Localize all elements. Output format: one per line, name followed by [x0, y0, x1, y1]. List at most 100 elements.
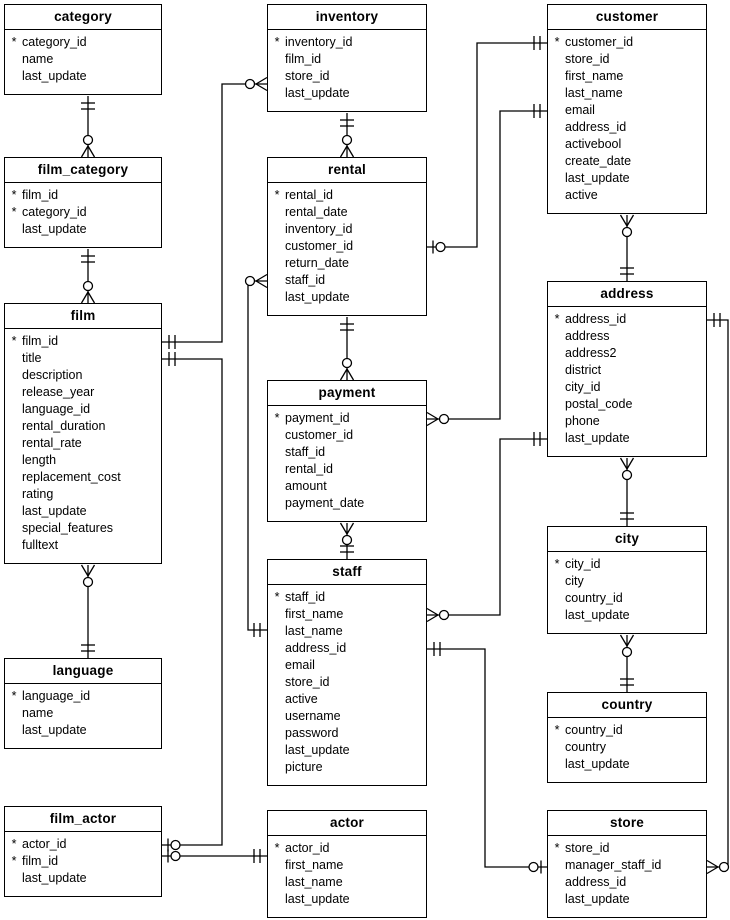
cardinality-marker-one [533, 104, 541, 118]
field-indent [273, 289, 281, 306]
table-title-language: language [5, 659, 161, 684]
cardinality-marker-one [81, 102, 95, 110]
field-row: fulltext [5, 537, 161, 554]
field-row: name [5, 705, 161, 722]
field-row: last_update [548, 430, 706, 447]
cardinality-marker-many [339, 357, 355, 381]
primary-key-marker: * [274, 590, 280, 604]
primary-key-marker: * [11, 188, 17, 202]
field-indent [273, 606, 281, 623]
field-row: first_name [548, 68, 706, 85]
field-name: last_update [22, 723, 87, 737]
field-name: create_date [565, 154, 632, 168]
cardinality-tick [426, 614, 439, 623]
field-indent [553, 756, 561, 773]
cardinality-marker-one [340, 119, 354, 127]
field-name: rental_id [285, 462, 333, 476]
field-name: activebool [565, 137, 622, 151]
field-name: country_id [565, 591, 623, 605]
cardinality-circle [718, 861, 730, 873]
cardinality-tick [87, 145, 96, 158]
cardinality-tick [346, 368, 355, 381]
cardinality-circle [170, 850, 181, 862]
cardinality-marker-one [620, 512, 634, 520]
field-row: last_update [548, 756, 706, 773]
field-name: name [22, 52, 54, 66]
field-name: district [565, 363, 602, 377]
field-indent [553, 187, 561, 204]
table-title-country: country [548, 693, 706, 718]
field-indent [273, 759, 281, 776]
cardinality-tick [80, 564, 89, 577]
cardinality-marker-many [706, 859, 730, 875]
field-indent [10, 350, 18, 367]
table-title-rental: rental [268, 158, 426, 183]
field-indent [10, 51, 18, 68]
field-indent [553, 590, 561, 607]
field-indent [273, 272, 281, 289]
cardinality-tick [255, 83, 268, 92]
primary-key-marker: * [11, 689, 17, 703]
field-indent [10, 722, 18, 739]
field-name: film_id [22, 334, 59, 348]
field-row: picture [268, 759, 426, 776]
cardinality-tick [426, 411, 439, 420]
cardinality-tick [87, 564, 96, 577]
field-row: amount [268, 478, 426, 495]
field-indent [553, 739, 561, 756]
cardinality-tick [619, 214, 628, 227]
table-title-staff: staff [268, 560, 426, 585]
field-name: last_update [22, 504, 87, 518]
field-indent [273, 204, 281, 221]
relationship-line-staff-store [427, 648, 547, 868]
table-title-address: address [548, 282, 706, 307]
field-indent [553, 430, 561, 447]
field-row: length [5, 452, 161, 469]
field-row: last_update [268, 891, 426, 908]
primary-key-marker: * [274, 35, 280, 49]
field-indent [273, 857, 281, 874]
cardinality-tick [706, 859, 719, 868]
field-name: special_features [22, 521, 114, 535]
field-row: rental_date [268, 204, 426, 221]
field-row: last_name [268, 874, 426, 891]
cardinality-marker-one [340, 323, 354, 331]
field-row: *address_id [548, 311, 706, 328]
field-name: last_update [565, 892, 630, 906]
field-name: active [565, 188, 598, 202]
field-name: category_id [22, 35, 87, 49]
field-indent [273, 461, 281, 478]
field-indent [10, 384, 18, 401]
field-indent [273, 691, 281, 708]
cardinality-marker-many [244, 273, 268, 289]
field-indent [273, 674, 281, 691]
cardinality-marker-many [619, 457, 635, 481]
field-name: film_id [22, 188, 59, 202]
cardinality-marker-many [619, 634, 635, 658]
field-name: return_date [285, 256, 349, 270]
primary-key-marker: * [11, 334, 17, 348]
cardinality-circle [82, 576, 94, 588]
field-name: last_name [285, 624, 343, 638]
field-name: phone [565, 414, 600, 428]
